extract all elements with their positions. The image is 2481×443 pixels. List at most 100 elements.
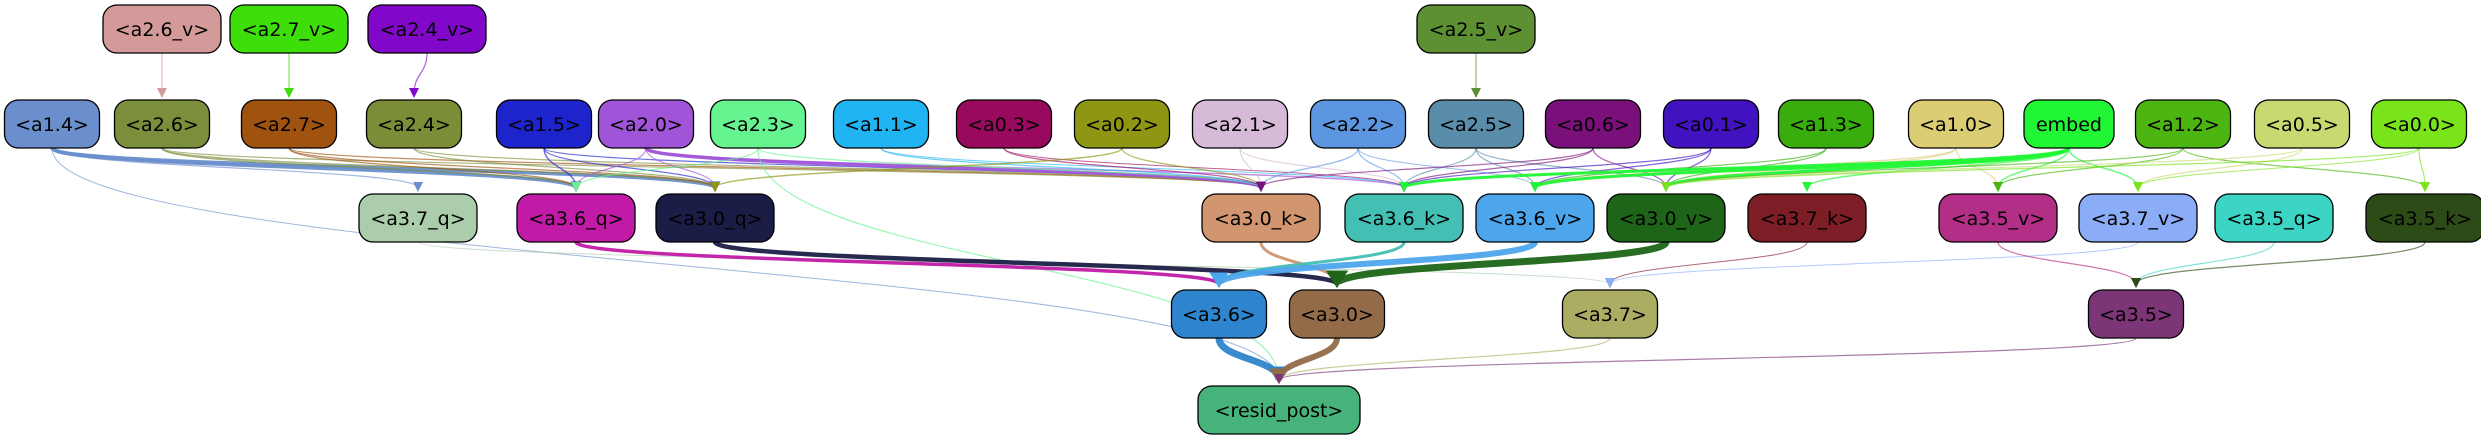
edge-arrowhead-a3_5_k-to-a3_5 — [2131, 278, 2141, 288]
node-a3-6-q[interactable]: <a3.6_q> — [516, 193, 636, 243]
node-a2-5[interactable]: <a2.5> — [1427, 99, 1525, 149]
node-a1-1[interactable]: <a1.1> — [832, 99, 930, 149]
node-label: <a3.6_k> — [1357, 208, 1451, 230]
node-a1-5[interactable]: <a1.5> — [495, 99, 593, 149]
node-a3-7-k[interactable]: <a3.7_k> — [1747, 193, 1867, 243]
node-label: <a3.7_k> — [1760, 208, 1854, 230]
edge-a2_3-to-a3_6_q — [575, 147, 759, 189]
edge-a1_1-to-a3_0_k — [880, 147, 1262, 189]
node-label: <a1.0> — [1919, 114, 1993, 136]
node-label: <a3.5_q> — [2226, 208, 2321, 230]
node-a3-6-k[interactable]: <a3.6_k> — [1344, 193, 1464, 243]
node-embed[interactable]: embed — [2023, 99, 2115, 149]
node-a3-7-q[interactable]: <a3.7_q> — [358, 193, 478, 243]
node-a2-7[interactable]: <a2.7> — [240, 99, 338, 149]
node-box — [516, 193, 636, 243]
node-box — [1544, 99, 1642, 149]
node-a0-3[interactable]: <a0.3> — [955, 99, 1053, 149]
node-a1-0[interactable]: <a1.0> — [1907, 99, 2005, 149]
node-a2-4-v[interactable]: <a2.4_v> — [367, 4, 487, 54]
node-a3-5-v[interactable]: <a3.5_v> — [1938, 193, 2058, 243]
node-label: <a1.1> — [844, 114, 918, 136]
node-box — [1427, 99, 1525, 149]
node-resid-post[interactable]: <resid_post> — [1197, 385, 1361, 435]
node-a2-2[interactable]: <a2.2> — [1309, 99, 1407, 149]
edge-arrowhead-a0_0-to-a3_0_v — [1661, 182, 1671, 192]
node-a1-4[interactable]: <a1.4> — [3, 99, 101, 149]
node-a2-1[interactable]: <a2.1> — [1191, 99, 1289, 149]
node-a2-6[interactable]: <a2.6> — [113, 99, 211, 149]
graph-nodes: <a2.6_v><a2.7_v><a2.4_v><a2.5_v><a1.4><a… — [3, 4, 2481, 435]
edge-arrowhead-a2_5_v-to-a2_5 — [1471, 88, 1481, 98]
node-box — [2078, 193, 2198, 243]
node-label: embed — [2036, 114, 2102, 136]
node-a3-0-q[interactable]: <a3.0_q> — [655, 193, 775, 243]
node-a3-0[interactable]: <a3.0> — [1288, 289, 1386, 339]
node-box — [1073, 99, 1171, 149]
node-a0-0[interactable]: <a0.0> — [2370, 99, 2468, 149]
node-box — [597, 99, 695, 149]
edge-a2_7-to-a3_6_q — [288, 147, 577, 189]
node-a2-5-v[interactable]: <a2.5_v> — [1416, 4, 1536, 54]
node-box — [655, 193, 775, 243]
node-a2-4[interactable]: <a2.4> — [365, 99, 463, 149]
node-label: <a2.6_v> — [115, 19, 209, 41]
edge-arrowhead-a1_2-to-a3_5_v — [1993, 182, 2003, 192]
node-label: <a2.7_v> — [242, 19, 336, 41]
node-a1-2[interactable]: <a1.2> — [2134, 99, 2232, 149]
node-a0-6[interactable]: <a0.6> — [1544, 99, 1642, 149]
edge-a2_2-to-a3_6_v — [1357, 147, 1536, 189]
node-a3-6-v[interactable]: <a3.6_v> — [1475, 193, 1595, 243]
edge-arrowhead-a3_5-to-resid_post — [1274, 374, 1284, 384]
node-a2-3[interactable]: <a2.3> — [709, 99, 807, 149]
node-label: <a3.5_k> — [2378, 208, 2472, 230]
edge-arrowhead-a2_7_v-to-a2_7 — [284, 88, 294, 98]
node-label: <a3.6_q> — [528, 208, 623, 230]
node-box — [2370, 99, 2468, 149]
node-box — [709, 99, 807, 149]
node-box — [1747, 193, 1867, 243]
node-a0-2[interactable]: <a0.2> — [1073, 99, 1171, 149]
node-a3-6[interactable]: <a3.6> — [1170, 289, 1268, 339]
edge-a3_7_k-to-a3_7 — [1609, 241, 1808, 285]
node-a3-0-v[interactable]: <a3.0_v> — [1606, 193, 1726, 243]
edge-a1_5-to-a3_0_q — [543, 147, 716, 189]
node-label: <a0.1> — [1674, 114, 1748, 136]
edge-a2_2-to-a3_0_k — [1260, 147, 1359, 189]
node-box — [365, 99, 463, 149]
node-label: <a3.7> — [1573, 304, 1647, 326]
edge-embed-to-a3_0_v — [1664, 146, 2071, 190]
node-a2-7-v[interactable]: <a2.7_v> — [229, 4, 349, 54]
node-a1-3[interactable]: <a1.3> — [1777, 99, 1875, 149]
edge-a0_0-to-a3_0_v — [1665, 147, 2420, 189]
node-a3-7-v[interactable]: <a3.7_v> — [2078, 193, 2198, 243]
node-box — [1197, 385, 1361, 435]
edge-a2_7-to-a3_0_q — [288, 147, 716, 189]
graph-edges — [50, 52, 2430, 384]
node-box — [1907, 99, 2005, 149]
node-box — [495, 99, 593, 149]
node-a3-7[interactable]: <a3.7> — [1561, 289, 1659, 339]
edge-arrowhead-a3_7_v-to-a3_7 — [1605, 278, 1615, 288]
node-a3-5[interactable]: <a3.5> — [2087, 289, 2185, 339]
node-label: <a3.0> — [1300, 304, 1374, 326]
node-a3-5-q[interactable]: <a3.5_q> — [2214, 193, 2334, 243]
edge-a0_0-to-a3_7_v — [2137, 147, 2420, 189]
edge-arrowhead-a0_2-to-a3_0_q — [710, 182, 720, 192]
node-a2-6-v[interactable]: <a2.6_v> — [102, 4, 222, 54]
edge-arrowhead-a2_6_v-to-a2_6 — [157, 88, 167, 98]
node-label: <a3.0_v> — [1619, 208, 1713, 230]
edge-a1_3-to-a3_6_v — [1534, 147, 1827, 189]
edge-a2_3-to-a3_0_k — [757, 147, 1262, 189]
node-box — [1938, 193, 2058, 243]
node-a2-0[interactable]: <a2.0> — [597, 99, 695, 149]
node-label: <a0.5> — [2265, 114, 2339, 136]
node-a0-1[interactable]: <a0.1> — [1662, 99, 1760, 149]
node-box — [2134, 99, 2232, 149]
node-label: <a1.2> — [2146, 114, 2220, 136]
node-a3-0-k[interactable]: <a3.0_k> — [1201, 193, 1321, 243]
node-a3-5-k[interactable]: <a3.5_k> — [2365, 193, 2481, 243]
node-a0-5[interactable]: <a0.5> — [2253, 99, 2351, 149]
edge-a3_6_v-to-a3_6 — [1216, 239, 1538, 287]
